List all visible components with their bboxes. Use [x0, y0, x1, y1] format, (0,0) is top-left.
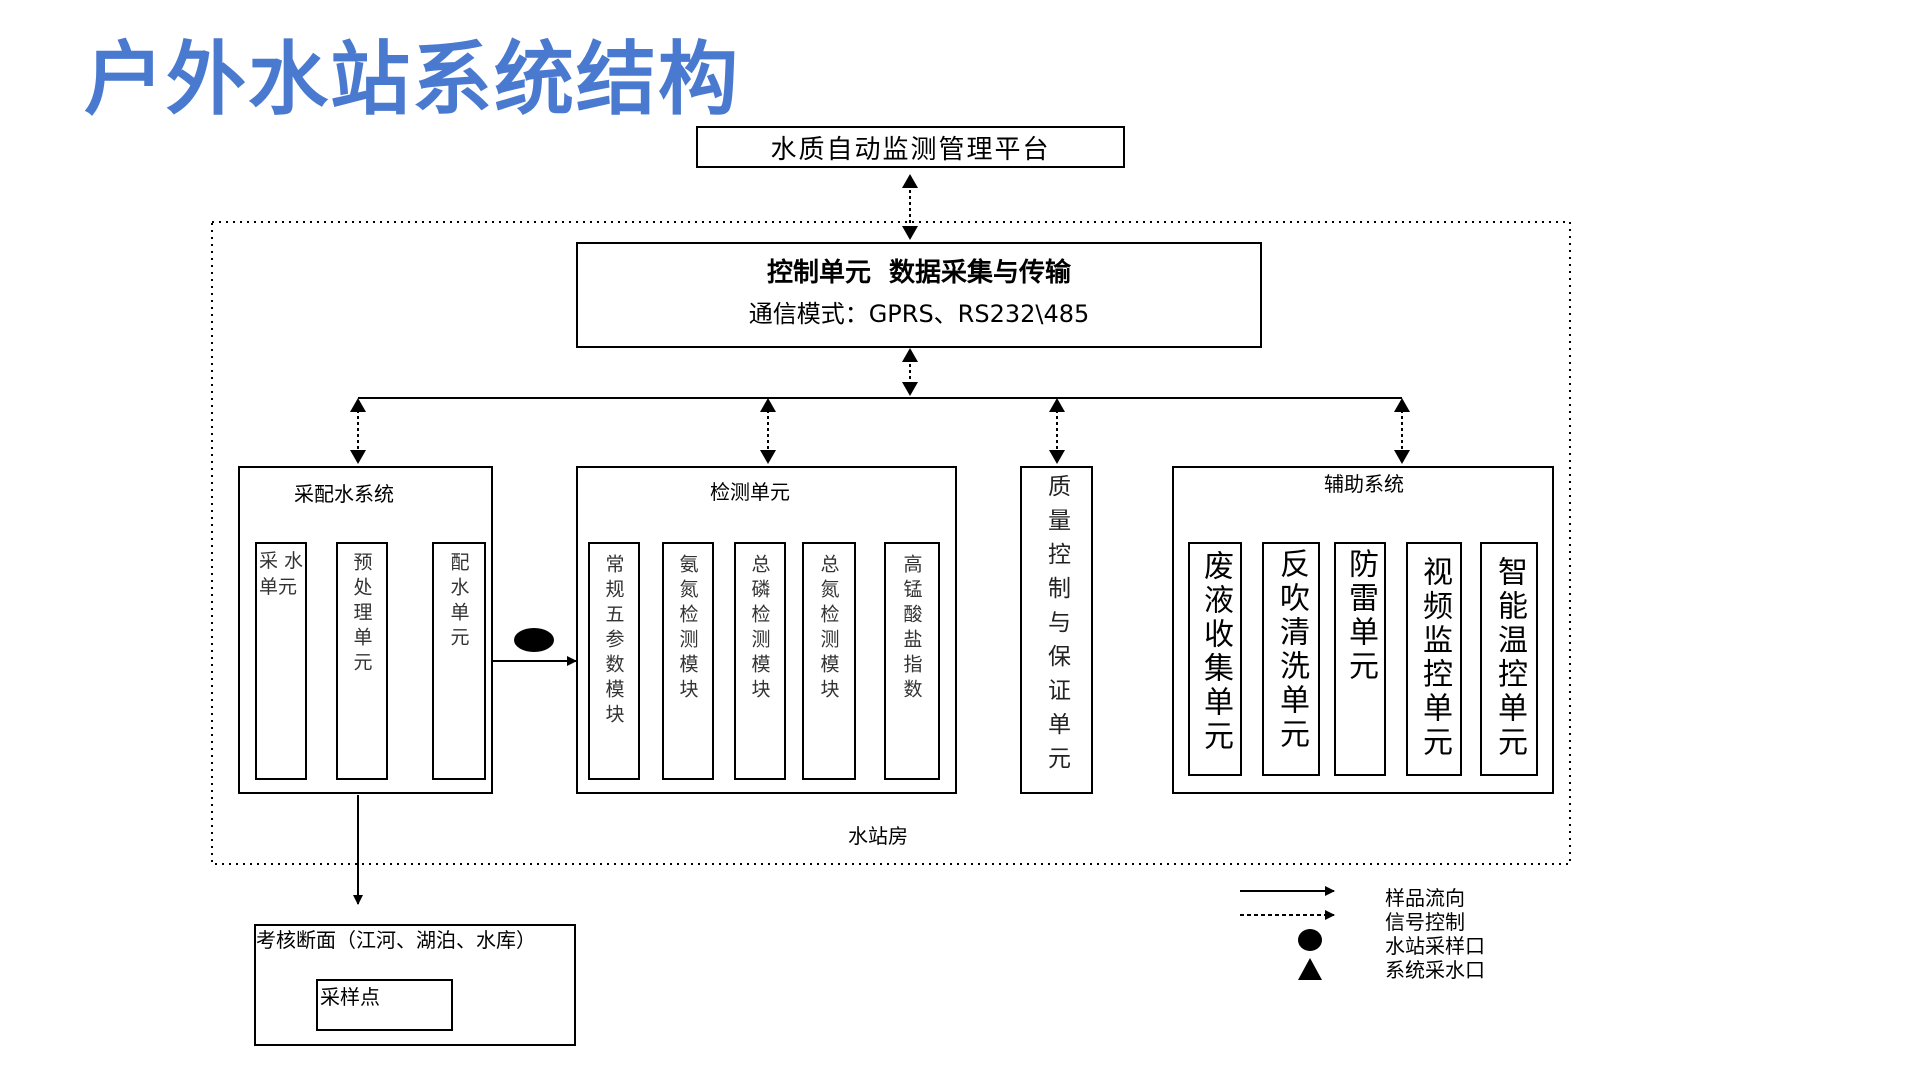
lightning-protection-unit: 防雷单元 — [1334, 542, 1386, 776]
distribution-unit-label: 配水单元 — [447, 552, 470, 652]
signal-drop-detection — [760, 398, 776, 464]
arrowhead — [902, 382, 918, 396]
legend-signal-control: 信号控制 — [1385, 910, 1465, 934]
control-unit-title: 控制单元 数据采集与传输 — [766, 258, 1072, 288]
signal-drop-auxiliary — [1394, 398, 1410, 464]
arrowhead — [902, 348, 918, 362]
auxiliary-unit-label: 反吹清洗单元 — [1274, 548, 1309, 752]
detection-module-3: 总磷检测模块 — [734, 542, 786, 780]
water-system-box: 采配水系统 采 水 单元 预处理单元 配水单元 — [238, 466, 493, 794]
detection-module-label: 总磷检测模块 — [748, 554, 771, 704]
legend-ellipse-symbol — [1298, 929, 1322, 951]
signal-drop-water-system — [350, 398, 366, 464]
pretreatment-unit-label: 预处理单元 — [350, 552, 373, 677]
detection-module-1: 常规五参数模块 — [588, 542, 640, 780]
detection-module-label: 氨氮检测模块 — [676, 554, 699, 704]
control-unit-box: 控制单元 数据采集与传输 通信模式：GPRS、RS232\485 — [576, 242, 1262, 348]
page-title: 户外水站系统结构 — [84, 33, 740, 126]
detection-unit-box: 检测单元 常规五参数模块 氨氮检测模块 总磷检测模块 总氮检测模块 高锰酸盐指数 — [576, 466, 957, 794]
legend-system-intake: 系统采水口 — [1385, 958, 1485, 982]
auxiliary-unit-label: 视频监控单元 — [1417, 556, 1452, 760]
communication-mode-text: 通信模式：GPRS、RS232\485 — [748, 300, 1090, 328]
station-room-label: 水站房 — [848, 824, 908, 848]
detection-module-5: 高锰酸盐指数 — [884, 542, 940, 780]
arrowhead — [902, 174, 918, 188]
arrowhead — [902, 226, 918, 240]
legend-station-sampling: 水站采样口 — [1385, 934, 1485, 958]
detection-module-label: 高锰酸盐指数 — [900, 554, 923, 704]
detection-module-4: 总氮检测模块 — [802, 542, 856, 780]
station-boundary — [211, 221, 1571, 865]
assessment-section-box: 考核断面（江河、湖泊、水库） 采样点 — [254, 924, 576, 1046]
pretreatment-unit: 预处理单元 — [336, 542, 388, 780]
detection-module-2: 氨氮检测模块 — [662, 542, 714, 780]
video-monitoring-unit: 视频监控单元 — [1406, 542, 1462, 776]
legend-triangle-symbol — [1298, 958, 1322, 980]
detection-module-label: 总氮检测模块 — [817, 554, 840, 704]
temperature-control-unit: 智能温控单元 — [1480, 542, 1538, 776]
auxiliary-system-box: 辅助系统 废液收集单元 反吹清洗单元 防雷单元 视频监控单元 智能温控单元 — [1172, 466, 1554, 794]
auxiliary-unit-label: 废液收集单元 — [1198, 550, 1233, 754]
waste-liquid-unit: 废液收集单元 — [1188, 542, 1242, 776]
water-system-title: 采配水系统 — [294, 482, 394, 506]
backflush-unit: 反吹清洗单元 — [1262, 542, 1320, 776]
quality-assurance-unit: 质量控制与保证单元 — [1020, 466, 1093, 794]
station-sampling-port-marker — [514, 628, 554, 652]
auxiliary-unit-label: 智能温控单元 — [1492, 556, 1527, 760]
distribution-unit: 配水单元 — [432, 542, 486, 780]
assessment-section-title: 考核断面（江河、湖泊、水库） — [256, 928, 536, 952]
legend-sample-flow: 样品流向 — [1385, 886, 1465, 910]
auxiliary-unit-label: 防雷单元 — [1343, 548, 1378, 684]
auxiliary-system-title: 辅助系统 — [1324, 472, 1404, 496]
signal-drop-quality — [1049, 398, 1065, 464]
detection-unit-title: 检测单元 — [710, 480, 790, 504]
quality-assurance-label: 质量控制与保证单元 — [1043, 474, 1070, 780]
detection-module-label: 常规五参数模块 — [602, 554, 625, 729]
water-intake-unit: 采 水 单元 — [255, 542, 307, 780]
sample-point-box: 采样点 — [316, 979, 453, 1031]
management-platform-box: 水质自动监测管理平台 — [696, 126, 1125, 168]
